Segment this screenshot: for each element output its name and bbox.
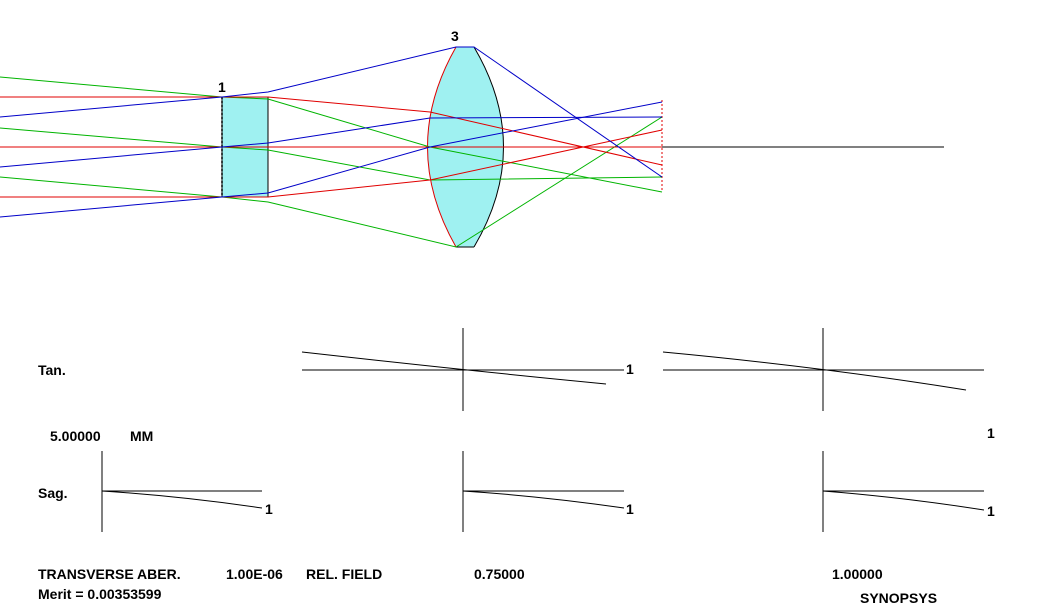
ray-fan-blue — [0, 46, 663, 218]
field-value-100: 1.00000 — [832, 566, 883, 582]
exponent-label: 1.00E-06 — [226, 566, 283, 582]
wavelength-marker-tan-100: 1 — [987, 425, 995, 441]
scale-value: 5.00000 — [50, 428, 101, 444]
brand-label: SYNOPSYS — [860, 590, 938, 606]
ray-fan-red — [0, 96, 663, 198]
sag-plot-field-1.0 — [822, 451, 985, 532]
plot-type-label: TRANSVERSE ABER. — [38, 566, 181, 582]
tan-plot-field-0.75 — [301, 328, 624, 411]
wavelength-marker-tan-075: 1 — [626, 361, 634, 377]
sag-plot-field-0 — [101, 451, 263, 532]
wavelength-marker-sag-0: 1 — [265, 501, 273, 517]
rel-field-label: REL. FIELD — [306, 566, 383, 582]
surface-label-1: 1 — [218, 79, 226, 95]
sag-label: Sag. — [38, 485, 68, 501]
wavelength-marker-sag-075: 1 — [626, 501, 634, 517]
merit-value: Merit = 0.00353599 — [38, 586, 162, 602]
surface-label-3: 3 — [451, 28, 459, 44]
sag-plot-field-0.75 — [462, 451, 625, 532]
wavelength-marker-sag-100: 1 — [987, 503, 995, 519]
tan-label: Tan. — [38, 362, 66, 378]
tan-plot-field-1.0 — [662, 328, 984, 411]
scale-unit: MM — [130, 428, 154, 444]
field-value-075: 0.75000 — [474, 566, 525, 582]
ray-fan-green — [0, 76, 663, 248]
